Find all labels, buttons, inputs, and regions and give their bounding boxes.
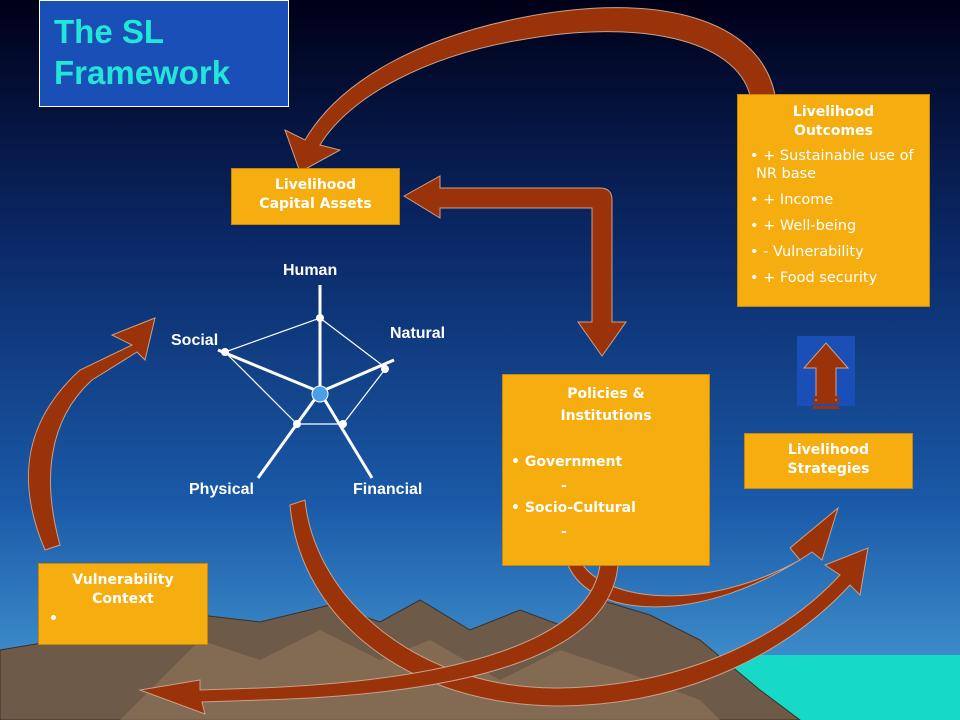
policy-dash: -	[561, 478, 567, 494]
policies-list: • Government - • Socio-Cultural -	[503, 427, 709, 541]
capital-assets-label: Livelihood Capital Assets	[259, 177, 372, 212]
pentagon-label-financial: Financial	[353, 481, 423, 498]
arrow-assets-policies	[403, 175, 627, 357]
outcome-item: • + Well-being	[750, 218, 857, 234]
vulnerability-box: Vulnerability Context •	[38, 563, 208, 645]
pentagon-label-human: Human	[283, 262, 338, 279]
arrow-outcomes-to-assets	[284, 7, 776, 173]
outcomes-heading: Livelihood Outcomes	[792, 104, 875, 139]
policy-dash: -	[561, 524, 567, 540]
arrow-policies-to-strategies	[567, 506, 839, 608]
vulnerability-heading: Vulnerability Context	[72, 572, 174, 607]
outcome-item: • + Food security	[750, 270, 878, 286]
arrow-vulnerability-to-social	[28, 317, 156, 551]
outcome-item: • + Income	[750, 192, 834, 208]
strategies-label: Livelihood Strategies	[787, 442, 870, 477]
policies-box: Policies & Institutions • Government - •…	[502, 374, 710, 566]
outcome-item: • + Sustainable use of NR base	[750, 148, 914, 182]
asset-pentagon	[217, 285, 395, 479]
pentagon-label-social: Social	[171, 332, 219, 349]
title-box: The SL Framework	[39, 0, 289, 107]
pentagon-label-natural: Natural	[390, 325, 446, 342]
arrow-policies-to-vulnerability	[138, 564, 619, 715]
policy-item: • Socio-Cultural	[511, 500, 636, 516]
slide-title: The SL Framework	[54, 13, 231, 91]
capital-assets-box: Livelihood Capital Assets	[231, 168, 400, 225]
vulnerability-bullet: •	[49, 611, 58, 627]
up-arrow-icon	[797, 336, 855, 409]
outcome-item: • - Vulnerability	[750, 244, 864, 260]
outcomes-list: • + Sustainable use of NR base • + Incom…	[738, 141, 929, 287]
strategies-box: Livelihood Strategies	[744, 433, 913, 489]
pentagon-label-physical: Physical	[189, 481, 254, 498]
outcomes-box: Livelihood Outcomes • + Sustainable use …	[737, 94, 930, 307]
policy-item: • Government	[511, 454, 623, 470]
policies-heading: Policies & Institutions	[560, 386, 652, 424]
